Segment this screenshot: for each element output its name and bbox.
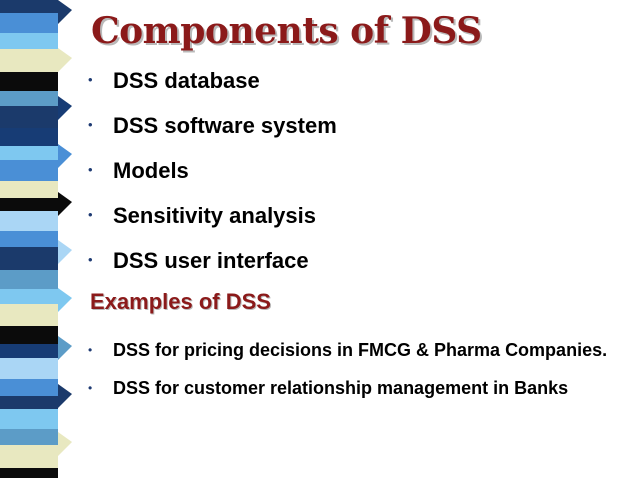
stripe-segment: [0, 13, 58, 34]
stripe-notch: [58, 48, 72, 72]
stripe-notch: [58, 288, 72, 312]
stripe-notch: [58, 0, 72, 24]
stripe-segment: [0, 289, 58, 305]
stripe-segment: [0, 445, 58, 469]
stripe-segment: [0, 409, 58, 430]
stripe-segment: [0, 106, 58, 129]
stripe-segment: [0, 91, 58, 107]
stripe-segment: [0, 231, 58, 248]
stripe-notch: [58, 96, 72, 120]
stripe-segment: [0, 358, 58, 380]
stripe-notch: [58, 192, 72, 216]
list-item-text: DSS software system: [113, 113, 337, 138]
examples-heading: Examples of DSS: [90, 289, 271, 314]
stripe-segment: [0, 211, 58, 232]
bullet-icon: •: [88, 162, 93, 177]
list-item: • Models: [88, 158, 337, 203]
list-item: • DSS for customer relationship managemen…: [88, 376, 618, 400]
stripe-segment: [0, 270, 58, 290]
stripe-segment: [0, 72, 58, 92]
stripe-edge: [58, 0, 75, 478]
list-item-text: DSS for pricing decisions in FMCG & Phar…: [113, 340, 608, 360]
examples-list: • DSS for pricing decisions in FMCG & Pha…: [88, 338, 618, 414]
stripe-segment: [0, 247, 58, 271]
stripe-segment: [0, 198, 58, 212]
list-item-text: DSS database: [113, 68, 260, 93]
stripe-segment: [0, 181, 58, 199]
stripe-segment: [0, 429, 58, 446]
stripe-segment: [0, 146, 58, 161]
slide-title: Components of DSS: [91, 10, 482, 52]
stripe-segment: [0, 468, 58, 478]
stripe-notch: [58, 240, 72, 264]
stripe-segment: [0, 128, 58, 147]
stripe-notch: [58, 144, 72, 168]
stripe-segment: [0, 0, 58, 14]
stripe-notch: [58, 432, 72, 456]
list-item: • DSS for pricing decisions in FMCG & Pha…: [88, 338, 618, 362]
bullet-icon: •: [88, 252, 93, 267]
stripe-segment: [0, 49, 58, 73]
bullet-icon: •: [88, 343, 93, 357]
bullet-icon: •: [88, 381, 93, 395]
stripe-segment: [0, 326, 58, 345]
list-item-text: DSS user interface: [113, 248, 309, 273]
list-item-text: Models: [113, 158, 189, 183]
stripe-notch: [58, 384, 72, 408]
stripe-segment: [0, 344, 58, 359]
bullet-icon: •: [88, 72, 93, 87]
stripe-segment: [0, 304, 58, 327]
list-item: • Sensitivity analysis: [88, 203, 337, 248]
stripe-segment: [0, 396, 58, 410]
bullet-icon: •: [88, 117, 93, 132]
stripe-segment: [0, 379, 58, 397]
list-item: • DSS database: [88, 68, 337, 113]
bullet-icon: •: [88, 207, 93, 222]
stripe-notch: [58, 336, 72, 360]
list-item: • DSS software system: [88, 113, 337, 158]
stripe-segment: [0, 160, 58, 182]
list-item-text: Sensitivity analysis: [113, 203, 316, 228]
list-item: • DSS user interface: [88, 248, 337, 293]
components-list: • DSS database • DSS software system • Mode…: [88, 68, 337, 293]
list-item-text: DSS for customer relationship management…: [113, 378, 569, 398]
stripe-segment: [0, 33, 58, 50]
decorative-stripe-bar: [0, 0, 75, 478]
